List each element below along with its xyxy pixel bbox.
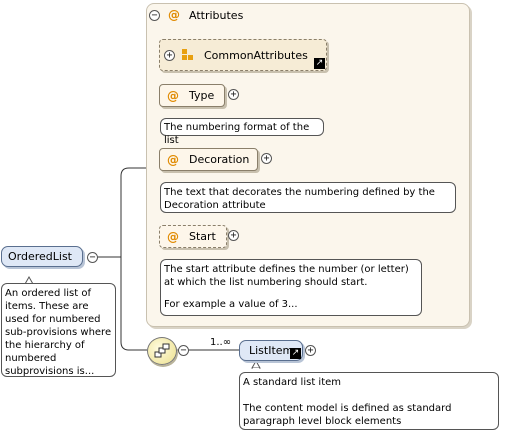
sequence-icon xyxy=(154,343,170,358)
sequence-compositor[interactable] xyxy=(147,337,177,365)
attribute-start-expand-toggle[interactable]: + xyxy=(228,230,239,241)
listitem-cardinality: 1..∞ xyxy=(210,337,232,348)
attribute-start-doc: The start attribute defines the number (… xyxy=(160,259,422,316)
doc-line: For example a value of 3... xyxy=(164,299,298,310)
attribute-start[interactable]: @ Start xyxy=(159,225,227,248)
attribute-decoration-expand-toggle[interactable]: + xyxy=(261,153,272,164)
doc-line: The content model is defined as standard… xyxy=(243,403,452,427)
element-orderedlist[interactable]: OrderedList xyxy=(1,246,83,267)
doc-line: The start attribute defines the number (… xyxy=(164,264,409,288)
attribute-type-label: Type xyxy=(189,89,215,102)
attribute-decoration-doc: The text that decorates the numbering de… xyxy=(160,182,456,213)
attributes-title: Attributes xyxy=(189,9,244,22)
element-listitem[interactable]: ListItem ↗ xyxy=(239,340,303,361)
element-orderedlist-doc: An ordered list of items. These are used… xyxy=(1,283,116,377)
element-listitem-label: ListItem xyxy=(249,344,294,357)
doc-line: A standard list item xyxy=(243,377,342,388)
attribute-type-doc: The numbering format of the list xyxy=(160,118,324,146)
reference-arrow-icon: ↗ xyxy=(290,348,301,359)
sequence-collapse-toggle[interactable]: − xyxy=(178,345,189,356)
attribute-icon: @ xyxy=(168,8,180,22)
attribute-type-expand-toggle[interactable]: + xyxy=(228,89,239,100)
reference-arrow-icon: ↗ xyxy=(314,58,325,69)
element-listitem-expand-toggle[interactable]: + xyxy=(305,345,316,356)
element-listitem-doc: A standard list item The content model i… xyxy=(239,372,499,430)
doc-line xyxy=(243,389,495,402)
doc-line xyxy=(164,289,418,298)
attribute-icon: @ xyxy=(167,152,179,167)
attributes-collapse-toggle[interactable]: − xyxy=(149,10,160,21)
attribute-type[interactable]: @ Type xyxy=(159,84,225,107)
common-attributes-expand-toggle[interactable]: + xyxy=(164,49,175,61)
attribute-icon: @ xyxy=(167,229,179,244)
attribute-decoration[interactable]: @ Decoration xyxy=(159,148,258,171)
common-attributes-ref[interactable]: + CommonAttributes ↗ xyxy=(159,39,327,71)
element-orderedlist-collapse-toggle[interactable]: − xyxy=(87,252,98,263)
attribute-group-icon xyxy=(182,49,194,61)
attribute-icon: @ xyxy=(167,88,179,103)
attribute-decoration-label: Decoration xyxy=(189,153,250,166)
attribute-start-label: Start xyxy=(189,230,216,243)
common-attributes-label: CommonAttributes xyxy=(204,48,308,62)
element-orderedlist-label: OrderedList xyxy=(8,250,72,263)
